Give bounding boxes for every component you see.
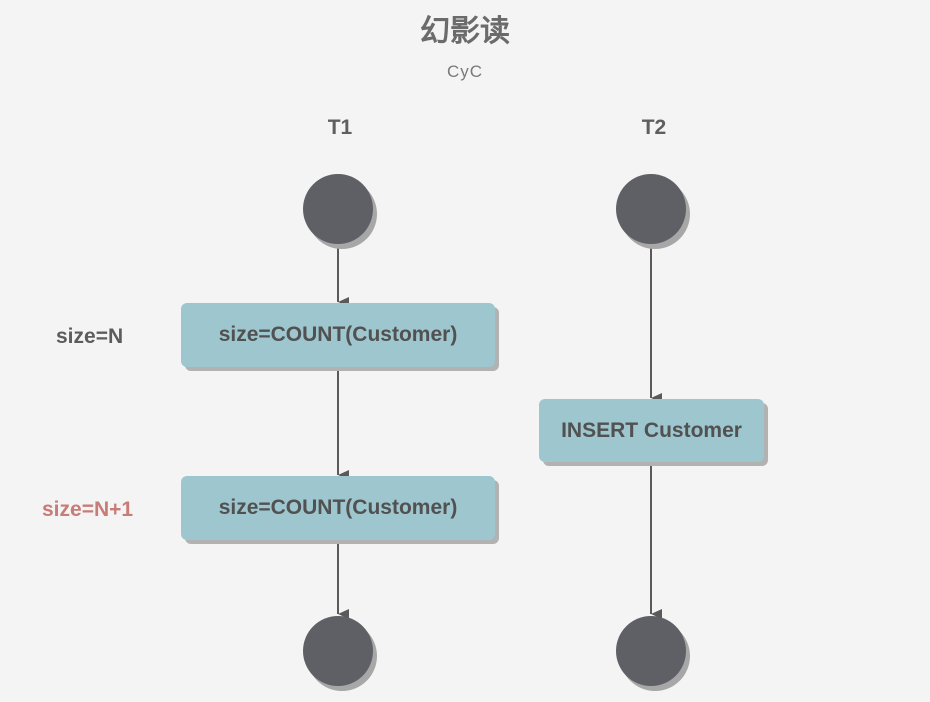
annotation-size-n: size=N: [56, 325, 124, 348]
t1-start-node: [303, 174, 373, 244]
t2-start-node: [616, 174, 686, 244]
t1-step-count-2: size=COUNT(Customer): [181, 476, 495, 540]
t1-step-count-1-label: size=COUNT(Customer): [218, 323, 458, 346]
annotation-size-n-plus-1: size=N+1: [42, 498, 134, 521]
t1-step-count-1: size=COUNT(Customer): [181, 303, 495, 367]
lane-label-t2: T2: [641, 116, 667, 139]
lane-label-t1: T1: [327, 116, 353, 139]
t2-end-node: [616, 616, 686, 686]
diagram-subtitle: CyC: [446, 62, 484, 81]
t2-step-insert: INSERT Customer: [539, 399, 764, 462]
diagram-title: 幻影读: [420, 14, 510, 49]
t2-step-insert-label: INSERT Customer: [561, 418, 742, 442]
t1-step-count-2-label: size=COUNT(Customer): [218, 496, 458, 519]
t1-end-node: [303, 616, 373, 686]
